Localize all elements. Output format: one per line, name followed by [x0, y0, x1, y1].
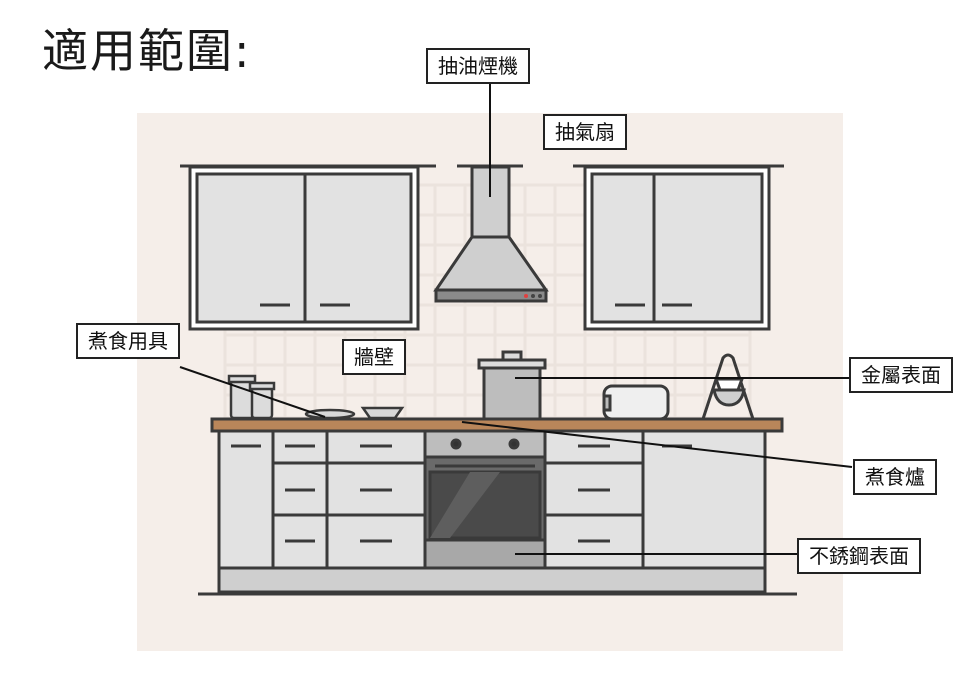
base-cabinets [198, 429, 797, 596]
label-exhaust-fan: 抽氣扇 [543, 114, 627, 150]
page-title: 適用範圍: [42, 24, 252, 78]
oven [423, 429, 547, 570]
countertop [210, 417, 784, 433]
upper-cabinet-left [180, 164, 436, 331]
label-range-hood: 抽油煙機 [426, 48, 530, 84]
label-wall: 牆壁 [342, 339, 406, 375]
label-metal-surface: 金屬表面 [849, 357, 953, 393]
range-hood [433, 164, 549, 303]
label-stainless-surface: 不銹鋼表面 [797, 538, 921, 574]
toaster [602, 384, 670, 421]
label-cookware: 煮食用具 [76, 323, 180, 359]
cooking-pot [477, 350, 547, 421]
leader-lines [179, 82, 853, 555]
fruit-stand [701, 353, 755, 420]
label-stove: 煮食爐 [853, 459, 937, 495]
upper-cabinet-right [573, 164, 784, 331]
